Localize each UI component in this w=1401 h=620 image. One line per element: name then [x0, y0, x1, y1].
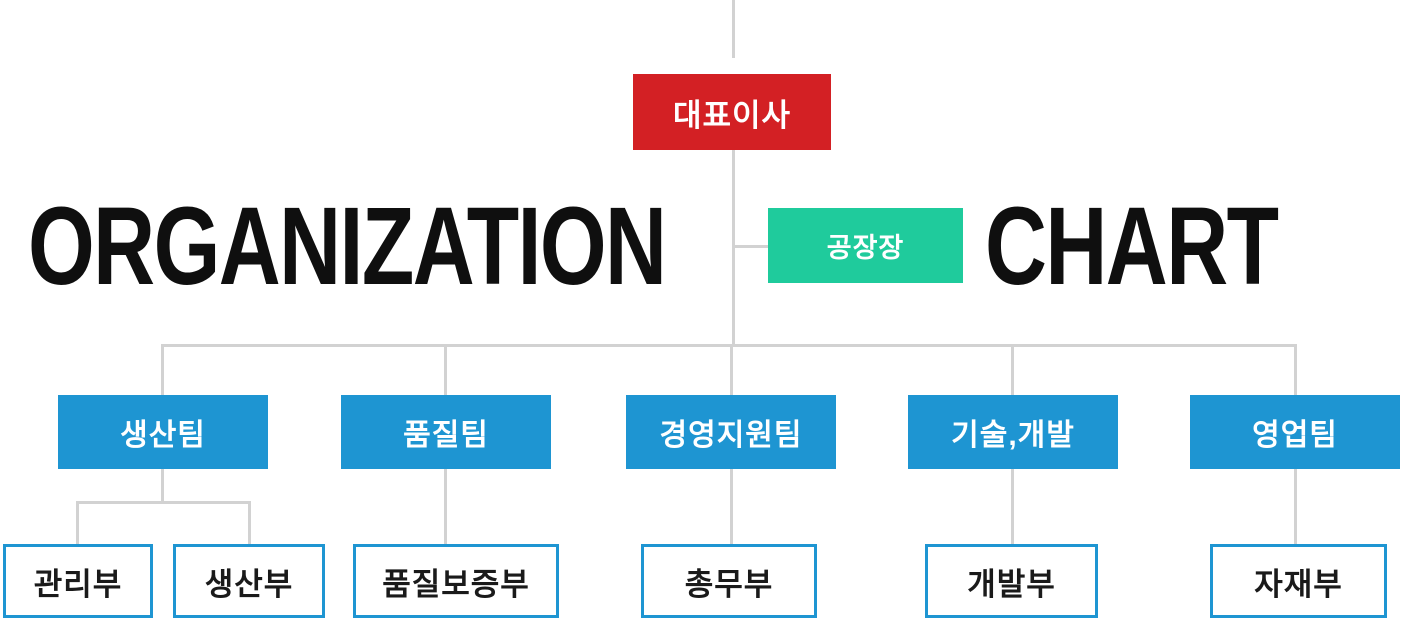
connector-teams-horizontal — [161, 344, 1297, 347]
connector-drop-materials-dept — [1294, 469, 1297, 544]
connector-drop-quality-assurance-dept — [444, 469, 447, 544]
node-factory-manager: 공장장 — [768, 208, 963, 283]
connector-drop-development-dept — [1011, 469, 1014, 544]
connector-production-subtree-horizontal — [76, 501, 251, 504]
connector-trunk-middle — [732, 150, 735, 347]
connector-drop-general-affairs-dept — [730, 469, 733, 544]
title-organization: ORGANIZATION — [28, 185, 667, 308]
connector-drop-management-support-team — [730, 344, 733, 395]
connector-trunk-top — [732, 0, 735, 58]
connector-drop-tech-development-team — [1011, 344, 1014, 395]
connector-production-subtree-vertical — [161, 469, 164, 504]
connector-drop-quality-team — [444, 344, 447, 395]
connector-drop-production-dept — [248, 501, 251, 544]
connector-drop-management-dept — [76, 501, 79, 544]
node-dept-management: 관리부 — [3, 544, 153, 618]
node-team-tech-development: 기술,개발 — [908, 395, 1118, 469]
node-dept-materials: 자재부 — [1210, 544, 1387, 618]
connector-drop-sales-team — [1294, 344, 1297, 395]
connector-drop-production-team — [161, 344, 164, 395]
node-team-quality: 품질팀 — [341, 395, 551, 469]
node-dept-general-affairs: 총무부 — [641, 544, 817, 618]
node-ceo: 대표이사 — [633, 74, 831, 150]
node-team-management-support: 경영지원팀 — [626, 395, 836, 469]
node-team-sales: 영업팀 — [1190, 395, 1400, 469]
node-dept-development: 개발부 — [925, 544, 1098, 618]
connector-factory-manager-stub — [733, 245, 770, 248]
node-dept-production: 생산부 — [173, 544, 325, 618]
node-dept-quality-assurance: 품질보증부 — [353, 544, 559, 618]
node-team-production: 생산팀 — [58, 395, 268, 469]
title-chart: CHART — [985, 185, 1279, 308]
